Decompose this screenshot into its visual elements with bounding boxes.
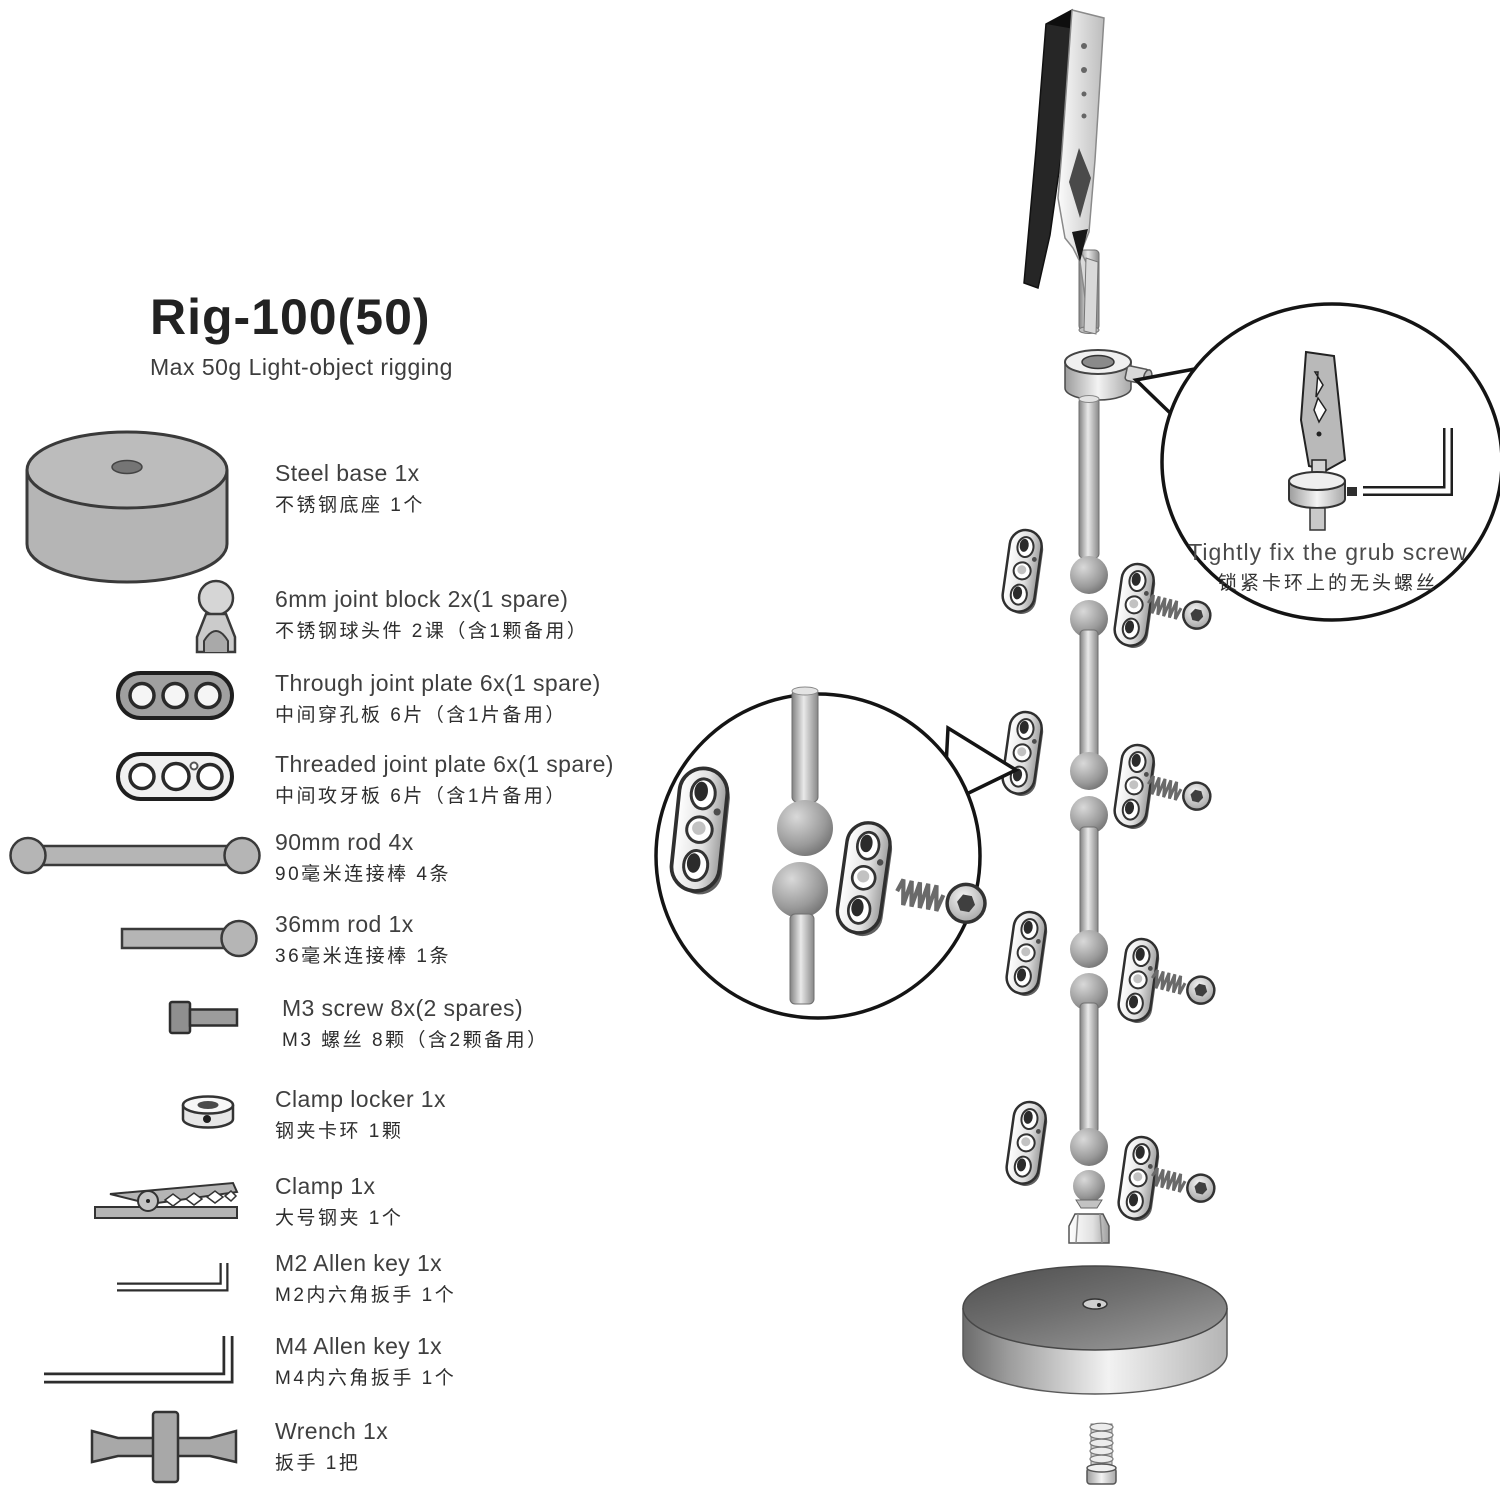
detail-bubble-grub-screw [1132,302,1500,622]
part-row-through-joint-plate: Through joint plate 6x(1 spare) 中间穿孔板 6片… [275,670,695,726]
part-label-en: Threaded joint plate 6x(1 spare) [275,751,614,777]
part-row-clamp: Clamp 1x 大号钢夹 1个 [275,1173,695,1229]
mini-clamp-locker [1288,471,1357,531]
assembly-clamp [1023,8,1105,335]
m4-allen-key-icon [44,1336,234,1384]
part-label-en: Steel base 1x [275,460,420,486]
threaded-joint-plate-icon [116,752,234,801]
part-label-zh: 大号钢夹 1个 [275,1208,404,1229]
part-label-zh: 不锈钢球头件 2课（含1颗备用） [275,621,589,642]
assembly-rod-1 [1070,395,1108,594]
part-label-zh: 不锈钢底座 1个 [275,495,425,516]
part-label-zh: 90毫米连接棒 4条 [275,864,451,885]
part-label-en: Clamp 1x [275,1173,376,1199]
part-label-en: M2 Allen key 1x [275,1250,443,1276]
part-label-en: 36mm rod 1x [275,911,414,937]
grub-screw-callout: Tightly fix the grub screw 锁紧卡环上的无头螺丝 [1178,539,1478,594]
part-label-zh: M2内六角扳手 1个 [275,1285,457,1306]
part-row-36mm-rod: 36mm rod 1x 36毫米连接棒 1条 [275,911,695,967]
clamp-locker-icon [181,1095,235,1129]
m3-screw-icon [168,1000,239,1035]
part-label-zh: 36毫米连接棒 1条 [275,946,451,967]
assembly-base-screw [1086,1422,1117,1485]
part-row-90mm-rod: 90mm rod 4x 90毫米连接棒 4条 [275,829,695,885]
assembly-steel-base [962,1265,1228,1395]
steel-base-icon [25,430,229,584]
assembly-junction-4 [1003,1098,1219,1225]
part-label-zh: 扳手 1把 [275,1453,361,1474]
page-subtitle: Max 50g Light-object rigging [150,354,453,380]
part-row-m2-allen-key: M2 Allen key 1x M2内六角扳手 1个 [275,1250,695,1306]
part-label-zh: 中间攻牙板 6片（含1片备用） [275,786,567,807]
part-label-zh: M4内六角扳手 1个 [275,1368,457,1389]
part-label-zh: 中间穿孔板 6片（含1片备用） [275,705,567,726]
callout-text-zh: 锁紧卡环上的无头螺丝 [1217,573,1438,594]
part-label-en: Clamp locker 1x [275,1086,446,1112]
callout-text-en: Tightly fix the grub screw [1188,539,1468,565]
part-row-steel-base: Steel base 1x 不锈钢底座 1个 [275,460,695,516]
assembly-rod-3 [1070,826,1108,968]
page-title: Rig-100(50) [150,289,431,345]
assembly-rod-2 [1070,629,1108,790]
part-row-m4-allen-key: M4 Allen key 1x M4内六角扳手 1个 [275,1333,695,1389]
assembly-rod-4 [1070,1002,1108,1166]
through-joint-plate-icon [116,671,234,720]
mini-clamp [1299,350,1347,483]
part-label-en: 90mm rod 4x [275,829,414,855]
part-row-clamp-locker: Clamp locker 1x 钢夹卡环 1颗 [275,1086,695,1142]
wrench-icon [90,1410,238,1484]
part-label-en: M4 Allen key 1x [275,1333,443,1359]
assembly-clamp-locker [1064,349,1153,401]
part-label-en: 6mm joint block 2x(1 spare) [275,586,569,612]
part-label-en: Through joint plate 6x(1 spare) [275,670,601,696]
part-row-wrench: Wrench 1x 扳手 1把 [275,1418,695,1474]
assembly-joint-block [1068,1170,1110,1244]
part-label-en: Wrench 1x [275,1418,389,1444]
joint-block-icon [195,579,237,654]
rod-90mm-icon [9,836,261,875]
assembly-junction-3 [1003,908,1219,1027]
part-row-joint-block: 6mm joint block 2x(1 spare) 不锈钢球头件 2课（含1… [275,586,695,642]
detail-bubble-joint [654,686,1020,1020]
part-label-zh: M3 螺丝 8颗（含2颗备用） [282,1030,549,1051]
part-label-en: M3 screw 8x(2 spares) [282,995,524,1021]
mini-allen-key-icon [1363,428,1453,496]
part-row-threaded-joint-plate: Threaded joint plate 6x(1 spare) 中间攻牙板 6… [275,751,695,807]
assembly-junction-1 [999,526,1215,652]
rod-36mm-icon [120,919,258,958]
part-label-zh: 钢夹卡环 1颗 [275,1121,404,1142]
assembly-junction-2 [999,708,1215,834]
title-block: Rig-100(50) Max 50g Light-object rigging [150,288,453,381]
m2-allen-key-icon [117,1263,229,1292]
clamp-icon [94,1181,239,1219]
part-row-m3-screw: M3 screw 8x(2 spares) M3 螺丝 8颗（含2颗备用） [282,995,702,1051]
